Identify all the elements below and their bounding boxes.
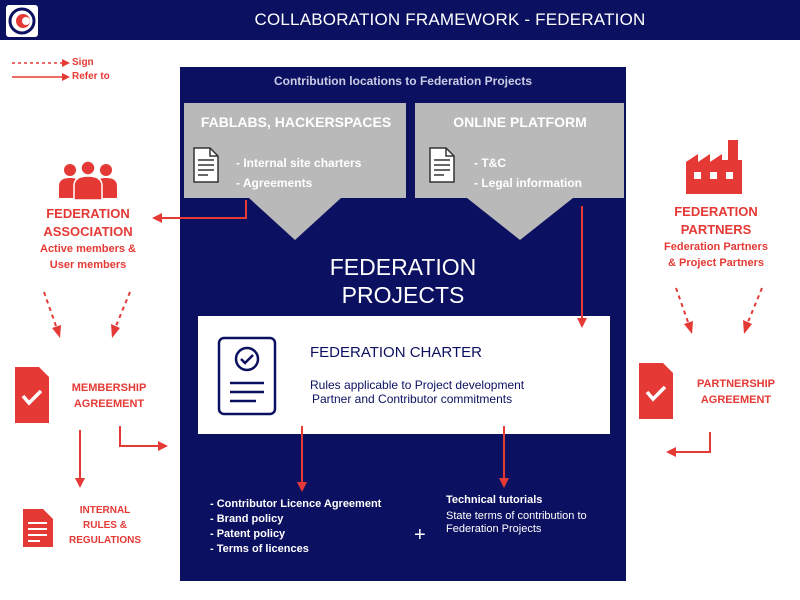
arrow-membership-to-rules xyxy=(75,430,85,488)
partnership-agreement-label: PARTNERSHIP xyxy=(696,378,776,390)
plus-sign: + xyxy=(414,524,426,546)
online-platform-item: - Legal information xyxy=(474,176,582,190)
contribution-location-shapes xyxy=(184,103,624,240)
legend-sign-label: Sign xyxy=(72,57,94,68)
association-subtitle: User members xyxy=(49,259,127,271)
federation-logo xyxy=(6,5,38,37)
internal-rules-label: REGULATIONS xyxy=(68,535,142,546)
dashed-arrow-partners-right xyxy=(743,287,763,334)
panel-heading: Contribution locations to Federation Pro… xyxy=(273,74,532,88)
internal-rules-label: INTERNAL xyxy=(79,505,131,516)
document-icon xyxy=(429,147,455,183)
dashed-arrow-partners-left xyxy=(675,287,693,334)
document-icon xyxy=(193,147,219,183)
dashed-arrow-association-right xyxy=(111,291,131,338)
rules-document-icon xyxy=(23,509,53,547)
membership-agreement-label: AGREEMENT xyxy=(73,398,145,410)
arrow-partnership-to-panel xyxy=(666,432,711,457)
dashed-arrow-association-left xyxy=(43,291,61,338)
policy-item: - Brand policy xyxy=(210,513,284,525)
association-subtitle: Active members & xyxy=(40,243,136,255)
page-title: COLLABORATION FRAMEWORK - FEDERATION xyxy=(254,10,646,29)
tutorials-line: State terms of contribution to xyxy=(446,510,587,522)
membership-agreement-label: MEMBERSHIP xyxy=(71,382,147,394)
tutorials-line: Federation Projects xyxy=(446,523,542,535)
internal-rules-label: RULES & xyxy=(83,520,127,531)
charter-certificate-icon xyxy=(217,336,277,416)
fablabs-item: - Internal site charters xyxy=(236,156,362,170)
partners-subtitle: Federation Partners xyxy=(664,241,768,253)
fablabs-heading: FABLABS, HACKERSPACES xyxy=(200,114,392,130)
factory-icon xyxy=(686,140,742,194)
partnership-agreement-label: AGREEMENT xyxy=(700,394,772,406)
signed-document-icon xyxy=(15,367,49,423)
partners-title: PARTNERS xyxy=(680,222,752,237)
fablabs-item: - Agreements xyxy=(236,176,313,190)
federation-projects-line1: FEDERATION xyxy=(329,254,477,280)
tutorials-title: Technical tutorials xyxy=(446,494,543,506)
policy-item: - Contributor Licence Agreement xyxy=(210,498,382,510)
legend-refer-label: Refer to xyxy=(72,71,110,82)
charter-title: FEDERATION CHARTER xyxy=(310,344,482,361)
association-title: ASSOCIATION xyxy=(43,224,133,239)
charter-line: Rules applicable to Project development xyxy=(310,378,525,392)
arrow-membership-to-panel xyxy=(119,426,168,451)
federation-projects-line2: PROJECTS xyxy=(341,282,465,308)
title-bar xyxy=(0,0,800,40)
partners-title: FEDERATION xyxy=(674,204,758,219)
association-title: FEDERATION xyxy=(46,206,130,221)
group-people-icon xyxy=(59,160,117,201)
policy-item: - Terms of licences xyxy=(210,543,309,555)
charter-line: Partner and Contributor commitments xyxy=(312,392,513,406)
legend-lines xyxy=(12,59,70,81)
online-platform-item: - T&C xyxy=(474,156,506,170)
policy-item: - Patent policy xyxy=(210,528,286,540)
online-platform-heading: ONLINE PLATFORM xyxy=(453,114,587,130)
signed-document-icon xyxy=(639,363,673,419)
partners-subtitle: & Project Partners xyxy=(668,257,764,269)
